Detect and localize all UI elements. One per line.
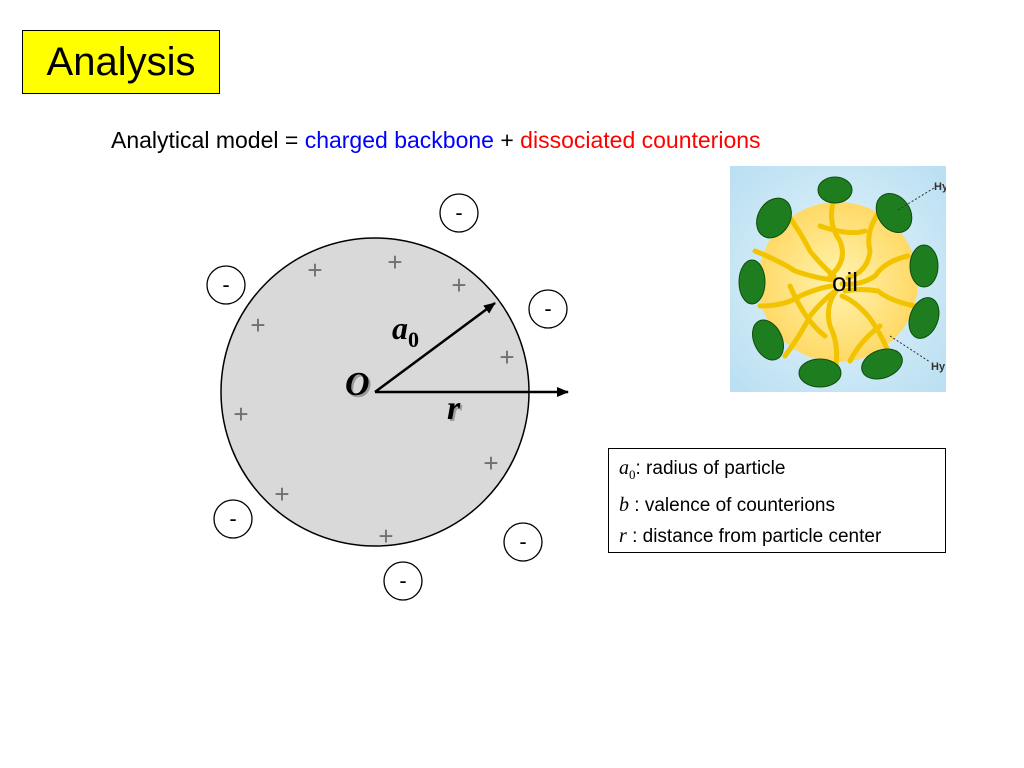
surfactant-tails: [752, 193, 918, 374]
counterion-circle: [213, 499, 253, 539]
radius-arrow: [374, 301, 496, 394]
plus-charge: +: [451, 270, 466, 300]
callout-line-top: [897, 187, 935, 211]
legend-row-valence: b : valence of counterions: [619, 490, 945, 521]
minus-charge: -: [519, 529, 526, 554]
legend-box: a0: radius of particle b : valence of co…: [608, 448, 946, 553]
equation-term-counterions: dissociated counterions: [520, 127, 761, 153]
legend-symbol: a0: [619, 457, 636, 482]
plus-charge: +: [307, 255, 322, 285]
plus-charge: +: [387, 247, 402, 277]
legend-symbol: r: [619, 525, 627, 547]
center-label: O: [345, 366, 370, 403]
radius-label-subscript: 0: [408, 327, 419, 352]
legend-symbol-letter: a: [619, 457, 629, 479]
legend-row-radius: a0: radius of particle: [619, 453, 945, 490]
plus-charge: +: [483, 448, 498, 478]
radius-label-letter: a: [392, 310, 408, 346]
minus-charge: -: [399, 568, 406, 593]
distance-label: r: [447, 390, 461, 427]
page-title: Analysis: [46, 40, 196, 84]
legend-text: : valence of counterions: [629, 495, 835, 516]
counterion-circle: [528, 289, 568, 329]
counterion-circle: [383, 561, 423, 601]
distance-label-shadow: r: [449, 392, 463, 429]
minus-charge: -: [455, 200, 462, 225]
counterion-circle: [206, 265, 246, 305]
minus-charge: -: [229, 506, 236, 531]
plus-charge: +: [378, 521, 393, 551]
plus-charge: +: [233, 399, 248, 429]
minus-charge: -: [544, 296, 551, 321]
oil-label: oil: [832, 267, 858, 297]
equation-plus: +: [493, 127, 521, 153]
equation-prefix: Analytical model =: [111, 127, 305, 153]
micelle-illustration: Hy Hy oil: [730, 166, 946, 392]
plus-charge: +: [499, 342, 514, 372]
legend-text: : radius of particle: [635, 458, 786, 479]
oil-core: [758, 202, 918, 362]
center-label-shadow: O: [347, 368, 372, 405]
model-equation: Analytical model = charged backbone + di…: [111, 127, 761, 154]
equation-term-backbone: charged backbone: [304, 127, 494, 153]
radius-label: a0: [392, 310, 419, 352]
callout-label-top: Hy: [934, 181, 946, 193]
plus-charge: +: [250, 310, 265, 340]
minus-charge: -: [222, 272, 229, 297]
legend-text: : distance from particle center: [626, 526, 882, 547]
legend-symbol: b: [619, 494, 629, 516]
callout-label-bottom: Hy: [931, 361, 946, 373]
legend-symbol-subscript: 0: [629, 467, 636, 482]
title-box: Analysis: [22, 30, 220, 94]
legend-row-distance: r : distance from particle center: [619, 521, 945, 552]
surfactant-heads: [738, 176, 940, 388]
counterion-circle: [439, 193, 479, 233]
plus-charge: +: [274, 479, 289, 509]
counterion-circle: [503, 522, 543, 562]
